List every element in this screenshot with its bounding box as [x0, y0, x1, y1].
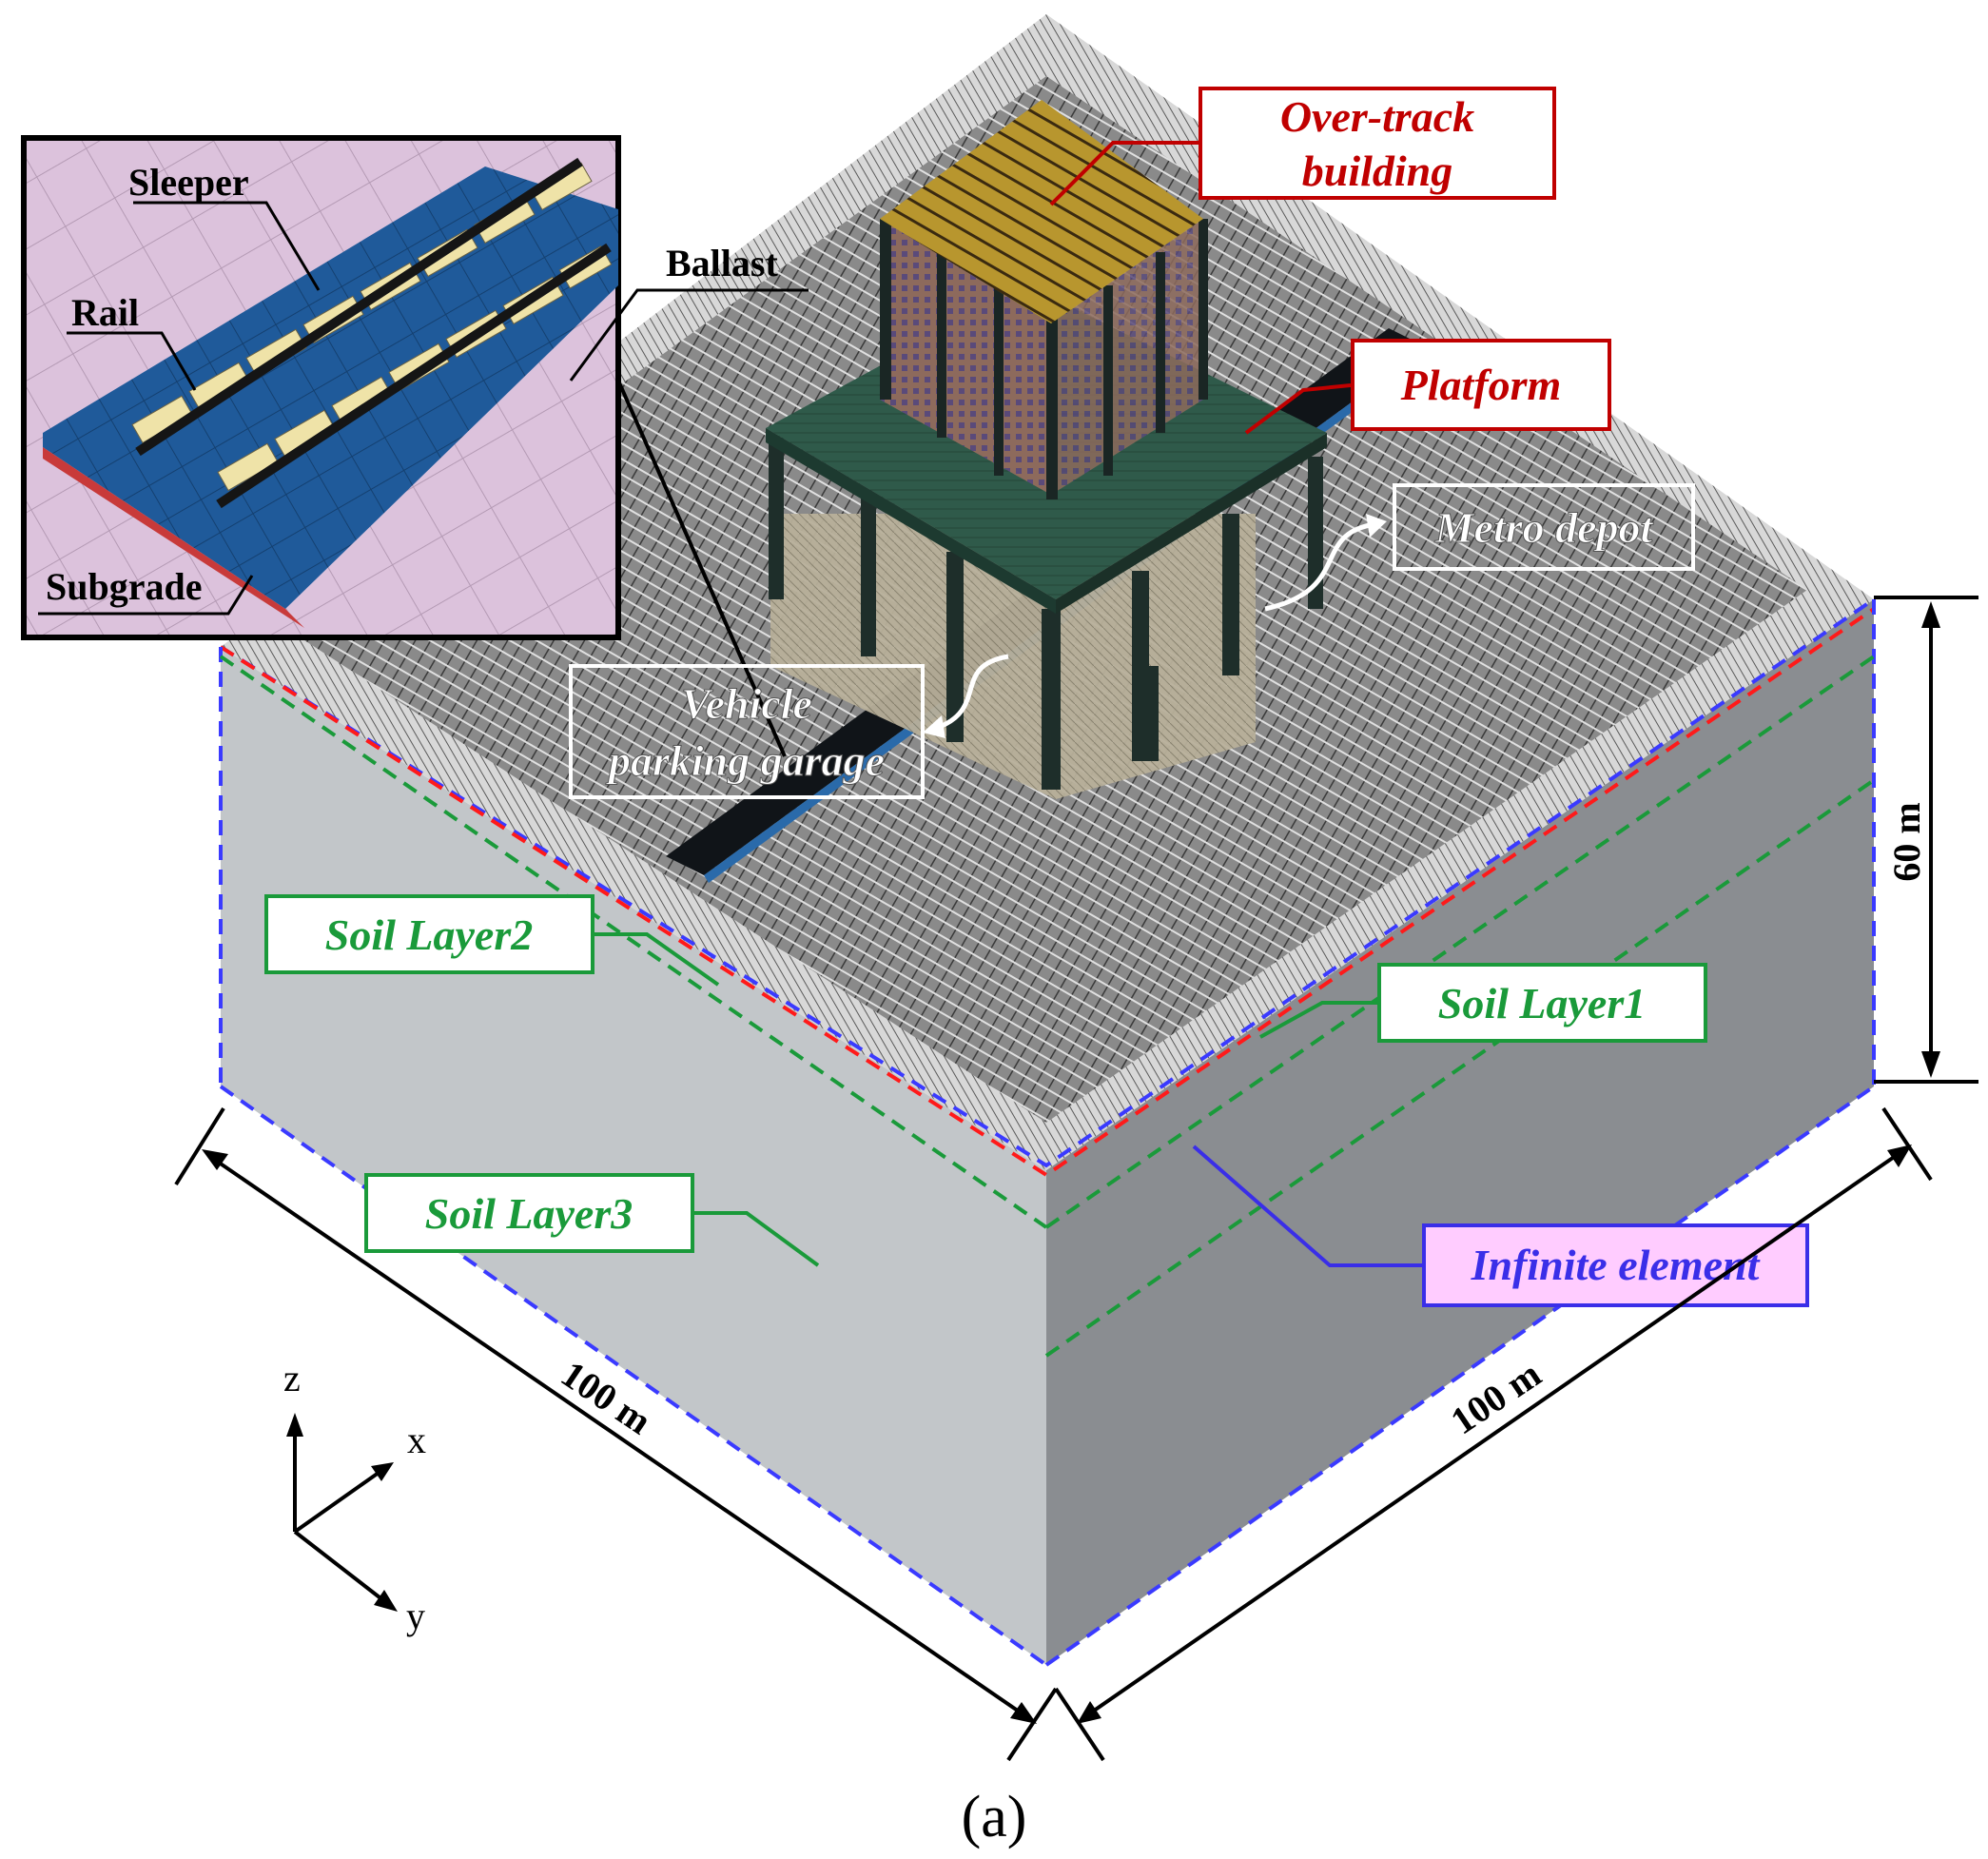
inset-track-detail: Sleeper Rail Subgrade: [21, 135, 621, 640]
soil-layer3-leader: [694, 1211, 820, 1267]
axis-x-label: x: [407, 1419, 426, 1461]
ballast-leader: [569, 288, 809, 382]
soil-layer-lines: [219, 655, 1876, 1358]
platform-label: Platform: [1400, 361, 1562, 409]
soil-layer1-label: Soil Layer1: [1438, 979, 1646, 1027]
length-x-dimension: [174, 1106, 1058, 1762]
garage-box: [569, 664, 925, 799]
figure-caption: (a): [962, 1785, 1027, 1849]
ballast-to-garage-line: [616, 380, 787, 757]
tower-left: [880, 219, 1051, 495]
metro-depot-box: [1393, 483, 1695, 571]
over-track-label-1: Over-track: [1280, 92, 1474, 141]
platform-box: [1351, 339, 1611, 431]
metro-depot-arrow: [1264, 522, 1371, 612]
infinite-element-box: [1422, 1223, 1809, 1307]
coordinate-axes: [286, 1413, 398, 1612]
columns: [769, 438, 1323, 790]
soil-layer1-leader: [1259, 1001, 1377, 1039]
length-y-dimension: [1054, 1106, 1933, 1762]
over-track-box: [1199, 87, 1556, 200]
depth-dimension: [1874, 596, 1978, 1084]
ballast-label: Ballast: [666, 242, 778, 284]
rail-label: Rail: [71, 291, 139, 334]
rail-left: [135, 157, 583, 457]
tower-columns: [880, 219, 1208, 499]
platform-edge: [766, 428, 1056, 614]
platform-leader: [1244, 383, 1352, 435]
garage-label-2: parking garage: [605, 736, 885, 785]
infinite-element-leader: [1192, 1145, 1422, 1267]
soil-layer2-box: [264, 894, 594, 974]
soil-layer1-box: [1377, 963, 1707, 1043]
subgrade-label: Subgrade: [46, 565, 203, 608]
soil-layer2-leader: [594, 932, 720, 987]
metro-depot-label: Metro depot: [1434, 503, 1654, 552]
axis-y-label: y: [406, 1595, 425, 1637]
axis-z-label: z: [283, 1357, 301, 1399]
garage-label-1: Vehicle: [681, 679, 812, 728]
soil-right-face: [1046, 599, 1874, 1665]
metro-depot-arrowhead: [1366, 514, 1387, 538]
over-track-leader: [1049, 141, 1199, 206]
platform-edge2: [1056, 433, 1327, 614]
soil-layer3-box: [364, 1173, 694, 1253]
soil-layer2-label: Soil Layer2: [325, 910, 533, 959]
sleeper-label: Sleeper: [128, 161, 249, 204]
garage-arrowhead: [923, 715, 945, 738]
depth-label: 60 m: [1885, 802, 1928, 881]
over-track-label-2: building: [1302, 147, 1453, 195]
tower-roof: [880, 100, 1203, 323]
soil-layer3-label: Soil Layer3: [425, 1189, 633, 1238]
infinite-element-boundary: [219, 597, 1876, 1667]
garage-arrow: [936, 654, 1009, 731]
rail-right: [216, 243, 612, 509]
